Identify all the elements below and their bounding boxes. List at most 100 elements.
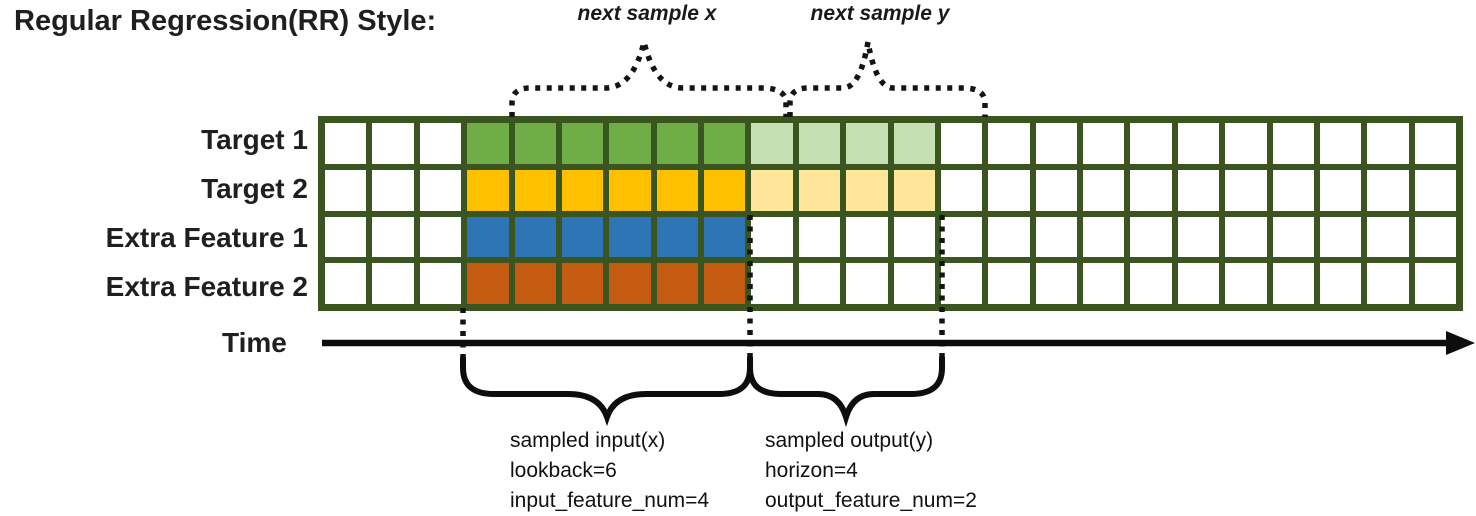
grid-cell xyxy=(1272,123,1314,164)
grid-cell xyxy=(1367,263,1409,304)
grid-cell xyxy=(1083,123,1125,164)
grid-cell xyxy=(1414,216,1456,258)
grid-cell xyxy=(609,123,651,164)
grid-cell xyxy=(514,263,556,304)
grid-cell xyxy=(372,169,414,211)
grid-cell xyxy=(1035,216,1077,258)
sample-grid xyxy=(318,116,1463,311)
row-label-target-1: Target 1 xyxy=(201,124,308,156)
grid-cell xyxy=(846,169,888,211)
grid-cell xyxy=(846,123,888,164)
grid-cell xyxy=(940,263,983,304)
grid-cell xyxy=(514,169,556,211)
grid-cell xyxy=(846,263,888,304)
grid-cell xyxy=(467,216,509,258)
grid-cell xyxy=(846,216,888,258)
grid-cell xyxy=(656,169,698,211)
grid-cell xyxy=(893,169,935,211)
sampled-input-caption: sampled input(x) lookback=6 input_featur… xyxy=(510,426,709,516)
grid-cell xyxy=(940,123,983,164)
grid-cell xyxy=(940,216,983,258)
grid-cell xyxy=(609,169,651,211)
grid-cell xyxy=(1083,263,1125,304)
grid-cell xyxy=(1130,263,1172,304)
grid-cell xyxy=(1272,216,1314,258)
grid-cell xyxy=(1414,263,1456,304)
grid-cell xyxy=(751,123,793,164)
grid-cell xyxy=(1272,263,1314,304)
grid-cell xyxy=(1367,216,1409,258)
grid-cell xyxy=(467,263,509,304)
row-label-extra-feature-2: Extra Feature 2 xyxy=(105,270,308,302)
grid-cell xyxy=(1177,123,1220,164)
grid-cell xyxy=(1035,263,1077,304)
grid-cell xyxy=(1367,123,1409,164)
sampled-input-line: sampled input(x) xyxy=(510,429,666,452)
grid-cell xyxy=(1225,263,1267,304)
grid-cell xyxy=(798,216,841,258)
grid-cell xyxy=(1319,169,1362,211)
grid-cell xyxy=(1225,169,1267,211)
grid-cell xyxy=(609,216,651,258)
grid-cell xyxy=(1367,169,1409,211)
grid-cell xyxy=(561,123,604,164)
grid-cell xyxy=(561,216,604,258)
lookback-line: lookback=6 xyxy=(510,459,617,482)
grid-cell xyxy=(561,169,604,211)
grid-cell xyxy=(798,263,841,304)
grid-cell xyxy=(704,123,746,164)
grid-cell xyxy=(1414,169,1456,211)
sampled-output-line: sampled output(y) xyxy=(765,429,934,452)
grid-cell xyxy=(656,123,698,164)
row-labels: Target 1 Target 2 Extra Feature 1 Extra … xyxy=(0,116,308,311)
grid-cell xyxy=(1177,216,1220,258)
time-axis-arrowhead xyxy=(1446,331,1475,355)
grid-cell xyxy=(656,216,698,258)
grid-cell xyxy=(988,216,1030,258)
grid-cell xyxy=(1272,169,1314,211)
grid-cell xyxy=(988,123,1030,164)
grid-cell xyxy=(372,123,414,164)
time-axis-label: Time xyxy=(222,327,287,358)
grid-cell xyxy=(419,123,462,164)
grid-cell xyxy=(419,169,462,211)
grid-cell xyxy=(704,216,746,258)
horizon-line: horizon=4 xyxy=(765,459,858,482)
grid-cell xyxy=(1319,216,1362,258)
grid-cell xyxy=(1225,123,1267,164)
grid-cell xyxy=(372,263,414,304)
grid-cell xyxy=(704,169,746,211)
grid-cell xyxy=(609,263,651,304)
grid-cell xyxy=(1414,123,1456,164)
grid-cell xyxy=(514,216,556,258)
grid-cell xyxy=(893,123,935,164)
grid-cell xyxy=(798,123,841,164)
grid-cell xyxy=(467,123,509,164)
row-label-target-2: Target 2 xyxy=(201,173,308,205)
sampled-input-brace xyxy=(460,355,753,427)
next-sample-y-label: next sample y xyxy=(810,2,950,25)
grid-cell xyxy=(561,263,604,304)
grid-cell xyxy=(325,123,367,164)
grid-cell xyxy=(1177,169,1220,211)
grid-cell xyxy=(988,263,1030,304)
grid-cell xyxy=(751,263,793,304)
grid-cell xyxy=(419,216,462,258)
grid-cell xyxy=(893,216,935,258)
grid-cell xyxy=(1035,169,1077,211)
grid-cell xyxy=(419,263,462,304)
grid-cell xyxy=(1319,263,1362,304)
grid-cell xyxy=(751,169,793,211)
grid-cell xyxy=(1035,123,1077,164)
output-feature-line: output_feature_num=2 xyxy=(765,489,977,512)
grid-cell xyxy=(1083,216,1125,258)
grid-cell xyxy=(940,169,983,211)
grid-cell xyxy=(751,216,793,258)
grid-cell xyxy=(656,263,698,304)
sampled-output-caption: sampled output(y) horizon=4 output_featu… xyxy=(765,426,977,516)
grid-cell xyxy=(467,169,509,211)
grid-cell xyxy=(372,216,414,258)
row-label-extra-feature-1: Extra Feature 1 xyxy=(105,221,308,253)
grid-cell xyxy=(798,169,841,211)
